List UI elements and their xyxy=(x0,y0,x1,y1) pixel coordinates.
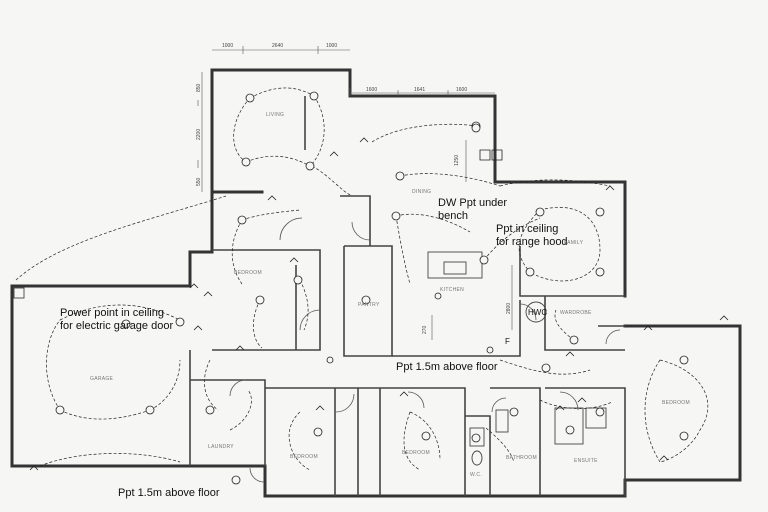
room-bedroom-2: BEDROOM xyxy=(290,454,318,460)
room-garage: GARAGE xyxy=(90,376,114,382)
dim-kitchen-b: 2800 xyxy=(506,302,512,314)
room-bedroom-master: BEDROOM xyxy=(662,400,690,406)
room-dining: DINING xyxy=(412,189,432,195)
annotation-ppt-hall: Ppt 1.5m above floor xyxy=(396,361,498,373)
walls xyxy=(10,68,742,498)
door-swings xyxy=(229,217,621,483)
room-kitchen: KITCHEN xyxy=(440,287,465,293)
light-points xyxy=(55,91,689,485)
room-wardrobe: WARDROBE xyxy=(560,310,592,316)
room-family: FAMILY xyxy=(564,240,584,246)
wiring-runs xyxy=(15,87,709,471)
dim-top-right-1: 1600 xyxy=(366,87,378,93)
fixtures xyxy=(13,251,607,466)
dim-left-3: 550 xyxy=(196,177,202,186)
dim-top-1: 1000 xyxy=(222,43,234,49)
dim-top-right-3: 1600 xyxy=(456,87,468,93)
annotation-ppt-laundry: Ppt 1.5m above floor xyxy=(118,487,220,499)
room-ensuite: ENSUITE xyxy=(574,458,598,464)
room-wc: W.C. xyxy=(470,472,483,478)
room-laundry: LAUNDRY xyxy=(208,444,234,450)
annotation-dw-ppt: DW Ppt under bench xyxy=(438,197,508,222)
dimension-lines xyxy=(197,46,513,340)
room-living: LIVING xyxy=(266,112,285,118)
room-bathroom: BATHROOM xyxy=(506,455,537,461)
dim-mid: 1250 xyxy=(454,154,460,166)
room-pantry: PANTRY xyxy=(358,302,380,308)
label-hwc: HWC xyxy=(528,308,548,317)
dim-top-3: 1000 xyxy=(326,43,338,49)
dim-top-right-2: 1641 xyxy=(414,87,426,93)
annotation-garage-door: Power point in ceiling for electric gara… xyxy=(60,307,174,332)
switches xyxy=(29,137,729,471)
dim-left-1: 850 xyxy=(196,83,202,92)
dim-kitchen-a: 270 xyxy=(422,325,428,334)
room-bedroom-1: BEDROOM xyxy=(234,270,262,276)
dim-left-2: 2200 xyxy=(196,128,202,140)
label-fridge: F xyxy=(505,337,510,346)
annotation-range-hood: Ppt in ceiling for range hood xyxy=(496,223,568,248)
dim-top-2: 2640 xyxy=(272,43,284,49)
room-bedroom-3: BEDROOM xyxy=(402,450,430,456)
interior-walls xyxy=(189,96,626,496)
